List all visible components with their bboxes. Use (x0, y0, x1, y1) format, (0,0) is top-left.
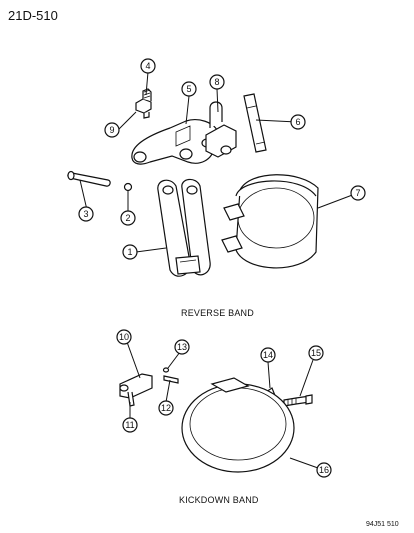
callout-12: 12 (158, 400, 174, 416)
reverse-band-caption: REVERSE BAND (181, 308, 254, 318)
callout-3: 3 (78, 206, 94, 222)
kickdown-band-caption: KICKDOWN BAND (179, 495, 259, 505)
svg-text:2: 2 (125, 213, 130, 223)
svg-text:10: 10 (119, 332, 129, 342)
svg-text:15: 15 (311, 348, 321, 358)
reverse-band-part (221, 174, 319, 269)
adjusting-screw-part (135, 88, 152, 119)
callout-11: 11 (122, 417, 138, 433)
link-part (157, 178, 211, 277)
callout-14: 14 (260, 347, 276, 363)
kickdown-small-parts (162, 367, 179, 384)
svg-text:9: 9 (109, 125, 114, 135)
callout-1: 1 (122, 244, 138, 260)
svg-text:7: 7 (355, 188, 360, 198)
callout-10: 10 (116, 329, 132, 345)
svg-text:6: 6 (295, 117, 300, 127)
callout-15: 15 (308, 345, 324, 361)
pin-part (67, 170, 111, 187)
svg-text:13: 13 (177, 342, 187, 352)
callout-4: 4 (140, 58, 156, 74)
svg-text:1: 1 (127, 247, 132, 257)
callout-9: 9 (104, 122, 120, 138)
svg-text:11: 11 (125, 420, 134, 430)
svg-text:16: 16 (319, 465, 329, 475)
page-id: 21D-510 (8, 8, 58, 23)
svg-text:12: 12 (161, 403, 171, 413)
callout-6: 6 (290, 114, 306, 130)
svg-text:8: 8 (214, 77, 219, 87)
callout-7: 7 (350, 185, 366, 201)
strut-part (243, 93, 267, 153)
kickdown-lever-part (119, 373, 153, 407)
callout-16: 16 (316, 462, 332, 478)
svg-text:4: 4 (145, 61, 150, 71)
callout-2: 2 (120, 210, 136, 226)
figure-code: 94J51 510 (366, 521, 399, 528)
callout-8: 8 (209, 74, 225, 90)
lever-part (131, 119, 219, 165)
svg-text:5: 5 (186, 84, 191, 94)
callout-13: 13 (174, 339, 190, 355)
ball-part (123, 182, 133, 192)
anchor-part (205, 101, 237, 158)
callout-5: 5 (181, 81, 197, 97)
svg-text:3: 3 (83, 209, 88, 219)
kickdown-band-part (181, 377, 295, 473)
svg-text:14: 14 (263, 350, 273, 360)
